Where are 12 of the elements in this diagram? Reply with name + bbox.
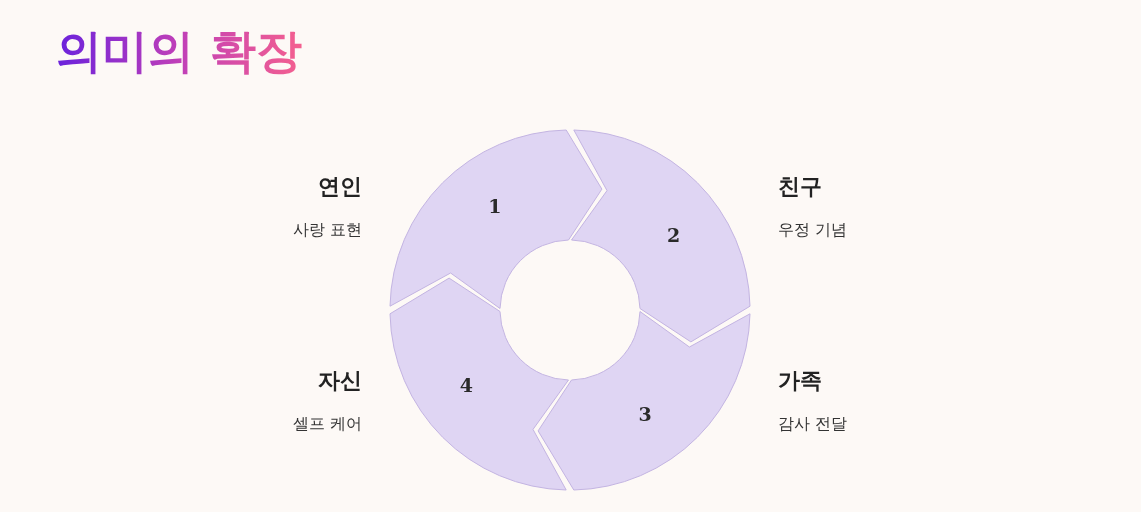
step-number: 1 <box>488 195 502 218</box>
segment-heading: 친구 <box>778 173 822 201</box>
segment-description: 사랑 표현 <box>292 220 362 241</box>
segment-description: 셀프 케어 <box>292 414 362 435</box>
segment-description: 감사 전달 <box>778 414 848 435</box>
step-number: 2 <box>667 223 681 246</box>
step-number: 3 <box>638 402 652 425</box>
segment-heading: 연인 <box>318 173 362 201</box>
segment-heading: 자신 <box>318 367 362 395</box>
segment-heading: 가족 <box>778 367 822 395</box>
step-number: 4 <box>459 374 473 397</box>
segment-description: 우정 기념 <box>778 220 848 241</box>
